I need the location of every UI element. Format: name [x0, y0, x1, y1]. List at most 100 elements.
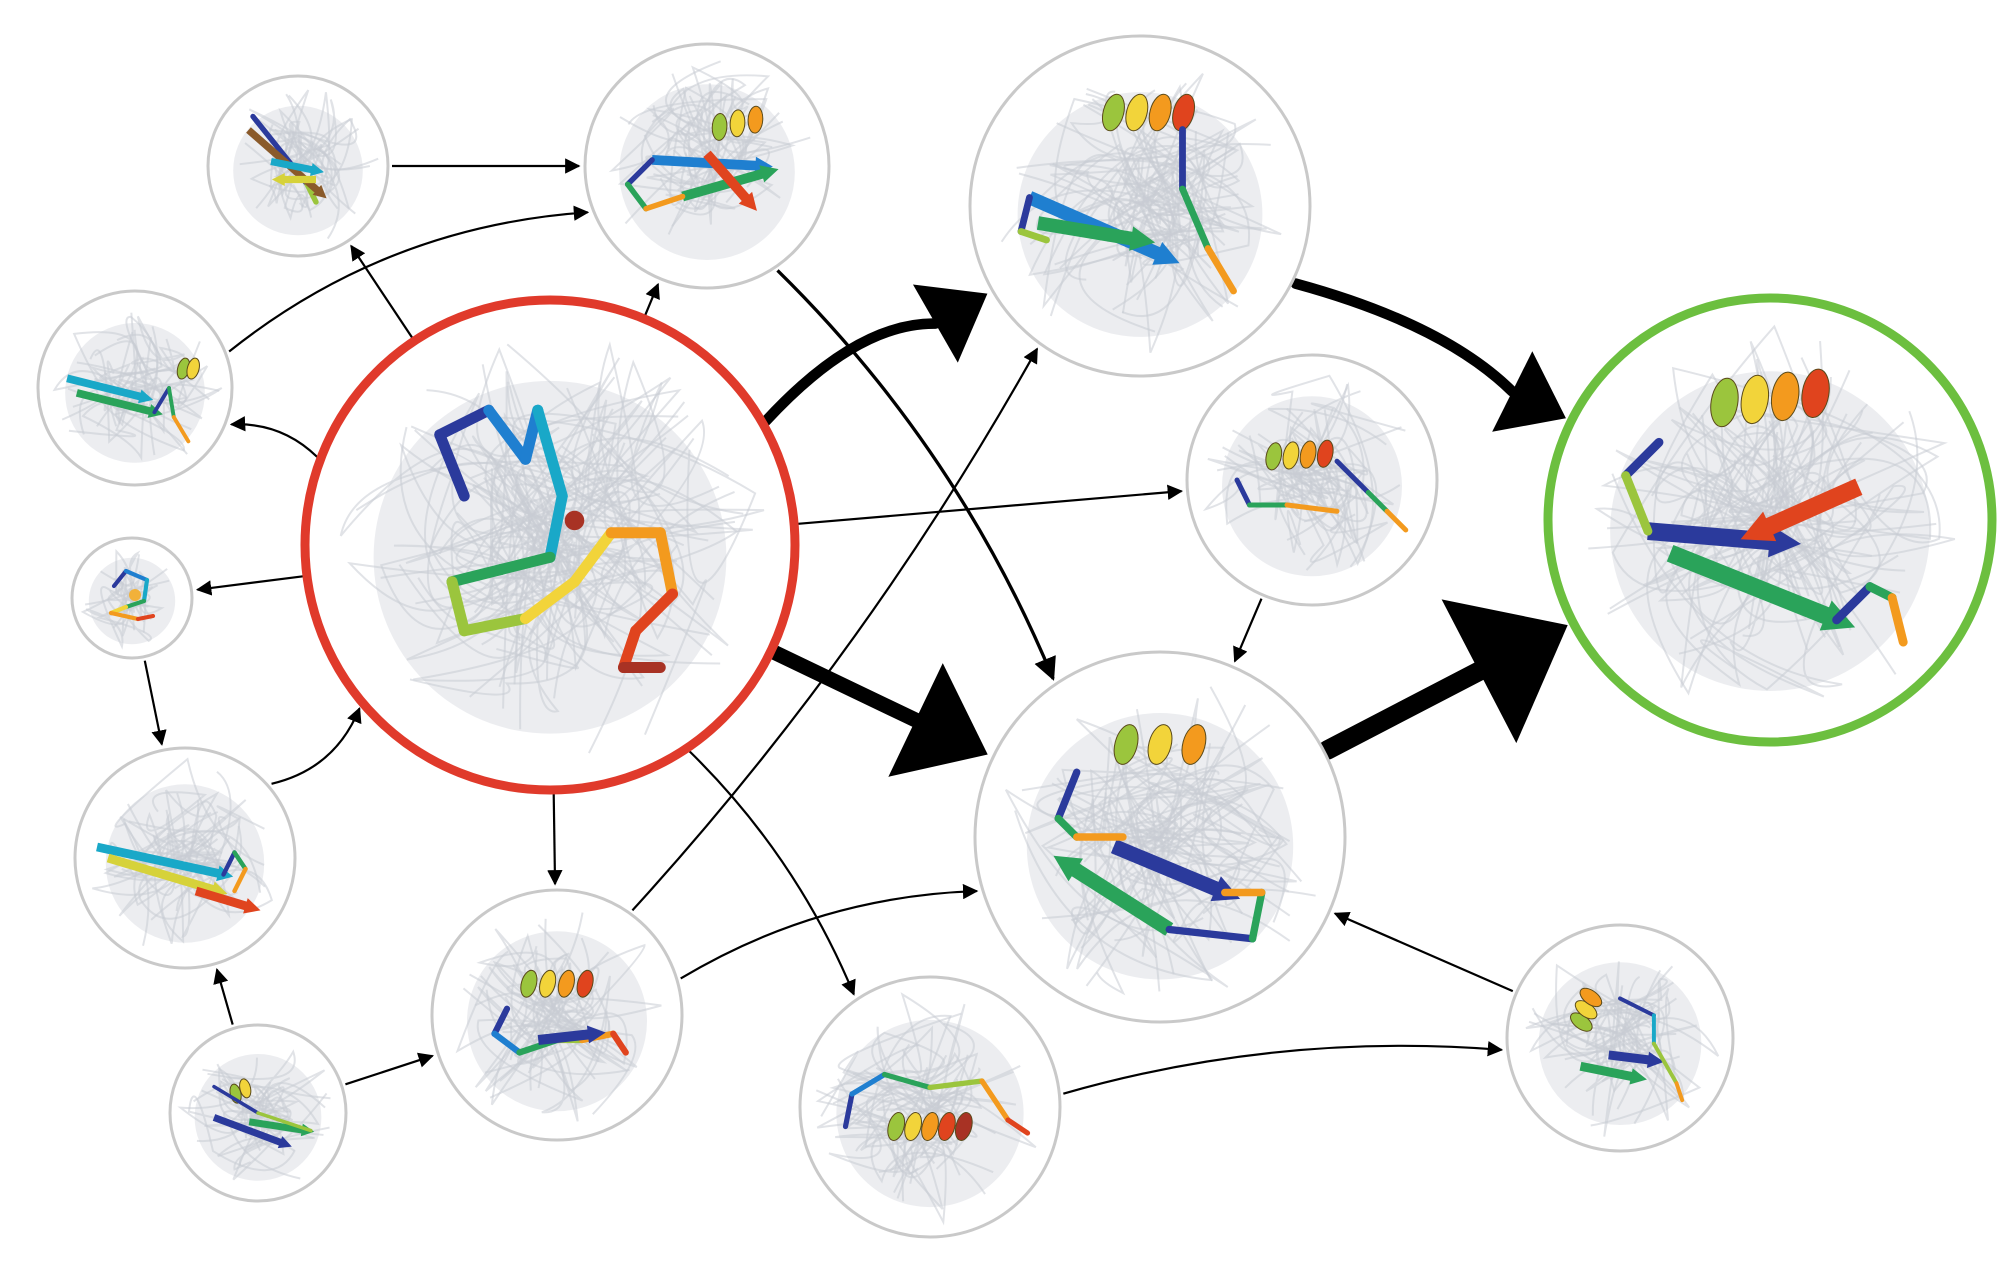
alpha-helix-turn — [729, 109, 746, 138]
coil-segment — [568, 527, 617, 588]
state-node-n7 — [1543, 293, 1997, 747]
ensemble-trace — [1092, 746, 1276, 866]
beta-strand-tip — [1740, 511, 1777, 542]
state-node-n9 — [73, 746, 297, 970]
alpha-helix-turn — [1282, 441, 1300, 470]
edge-n5-n13 — [688, 750, 856, 996]
loop-segment — [1054, 768, 1081, 823]
edge-n10-n3 — [631, 347, 1039, 912]
alpha-helix-turn — [747, 105, 764, 134]
edge-n10-n11 — [680, 883, 979, 980]
edge-n5-n2 — [644, 282, 660, 316]
representative-structure-hairpin-diagonal — [246, 113, 327, 205]
state-node-n10 — [430, 888, 684, 1142]
coil-segment — [495, 551, 556, 576]
coil-segment — [123, 568, 150, 583]
alpha-helix-turn — [1172, 93, 1196, 132]
flux-arrow-shaft — [767, 645, 924, 728]
alpha-helix-turn — [1113, 724, 1139, 765]
beta-strand-tip — [138, 389, 154, 404]
edges-layer — [143, 158, 1568, 1095]
loop-segment — [849, 1071, 888, 1097]
edge-n5-n1 — [350, 244, 414, 339]
loop-segment — [1887, 593, 1908, 647]
ensemble-trace — [1004, 746, 1226, 932]
node-border-intermediate — [73, 746, 297, 970]
ensemble-trace — [1277, 402, 1406, 523]
alpha-helix-turn — [938, 1112, 956, 1141]
ensemble-trace — [80, 568, 168, 626]
representative-structure-long-hairpin — [96, 842, 261, 914]
state-node-n12 — [168, 1023, 348, 1203]
loop-segment — [221, 850, 237, 877]
ensemble-trace — [516, 525, 677, 642]
ensemble-trace — [525, 996, 662, 1025]
representative-structure-small-strands — [212, 1078, 315, 1149]
alpha-helix-turn — [539, 969, 557, 998]
beta-strand — [270, 157, 317, 175]
ensemble-trace — [1061, 686, 1247, 865]
nodes-layer — [36, 34, 1997, 1239]
ensemble-trace — [502, 465, 587, 709]
loop-segment — [232, 850, 248, 872]
coil-segment — [446, 563, 507, 588]
alpha-helix-turn — [1125, 93, 1149, 132]
transition-arrow — [680, 883, 979, 980]
ensemble-trace — [1116, 127, 1230, 258]
representative-structure-compact-coil — [108, 568, 156, 622]
loop-segment — [152, 386, 171, 415]
transition-arrow — [143, 660, 167, 746]
alpha-helix-turn — [186, 357, 200, 380]
alpha-helix-turn — [1710, 377, 1739, 428]
beta-strand — [1579, 1061, 1638, 1082]
beta-strand-tip — [277, 1136, 292, 1149]
state-node-n4 — [36, 289, 234, 487]
alpha-helix-turn — [887, 1112, 906, 1141]
transition-arrow — [547, 793, 563, 886]
representative-structure-helix-long-loop — [842, 1071, 1031, 1141]
ensemble-trace — [111, 383, 220, 427]
ensemble-trace — [1202, 463, 1378, 567]
ensemble-trace — [844, 1003, 966, 1159]
ensemble-trace — [1124, 105, 1230, 305]
state-node-n11 — [973, 650, 1347, 1024]
alpha-helix-turn — [557, 969, 575, 998]
transition-arrow — [195, 575, 304, 596]
state-node-n13 — [798, 975, 1062, 1239]
ensemble-trace — [1120, 829, 1286, 923]
beta-strand-tip — [1629, 1068, 1647, 1085]
flux-arrow-head — [912, 284, 988, 363]
node-border-intermediate — [36, 289, 234, 487]
alpha-helix-turn — [1801, 368, 1830, 419]
ensemble-trace — [1040, 757, 1291, 959]
alpha-helix-turn — [1770, 371, 1800, 422]
transition-arrow — [229, 416, 318, 458]
coil-segment — [135, 613, 156, 622]
beta-strand-tip — [586, 1025, 606, 1044]
coil-segment — [108, 610, 141, 622]
node-border-native — [1543, 293, 1997, 747]
coil-segment — [123, 598, 147, 610]
ensemble-trace — [1654, 372, 1853, 651]
ensemble-trace — [413, 440, 598, 682]
loop-segment — [491, 1030, 523, 1056]
node-border-unfolded — [300, 295, 800, 795]
edge-n11-n7 — [1318, 599, 1568, 760]
ensemble-trace — [218, 1080, 326, 1138]
beta-strand — [106, 853, 220, 896]
beta-strand-tip — [1768, 525, 1802, 558]
loop-segment — [1234, 477, 1252, 508]
loop-segment — [842, 1091, 855, 1130]
ensemble-trace — [1189, 813, 1297, 891]
beta-strand-tip — [1152, 242, 1180, 265]
state-node-n3 — [968, 34, 1312, 378]
alpha-helix-turn — [1181, 724, 1207, 765]
beta-strand-tip — [1053, 855, 1083, 882]
ensemble-trace — [852, 1031, 945, 1096]
edge-n12-n10 — [345, 1052, 434, 1086]
beta-strand — [96, 842, 225, 879]
alpha-helix-turn — [1299, 440, 1317, 469]
edge-n5-n3 — [760, 284, 988, 427]
representative-structure-helix-small — [1570, 987, 1685, 1103]
ensemble-trace — [476, 996, 622, 1102]
